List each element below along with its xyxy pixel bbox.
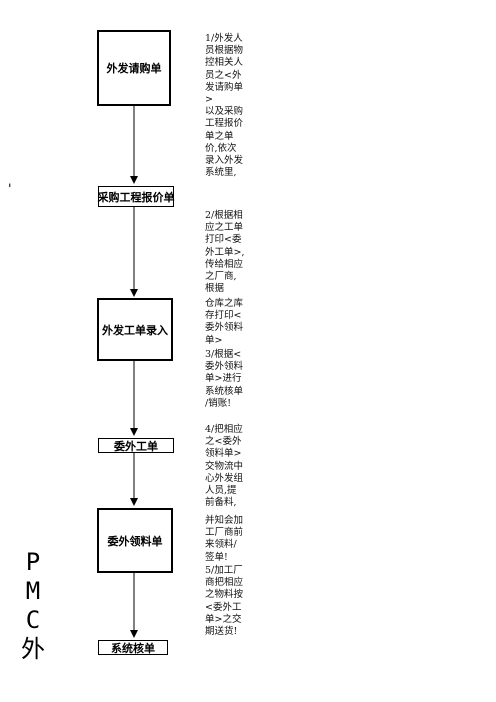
node-label: 外发工单录入 bbox=[102, 323, 168, 337]
note-step-1: 1/外发人 员根据物 控相关人 员之<外 发请购单 > 以及采购 工程报价 单之… bbox=[205, 33, 244, 179]
node-system-verification: 系统核单 bbox=[98, 640, 168, 655]
side-label-pmc: P M C 外 bbox=[21, 548, 45, 663]
node-label: 系统核单 bbox=[111, 641, 155, 655]
note-step-4-cont: 并知会加 工厂商前 来领料/ 签单! bbox=[205, 515, 244, 563]
node-outsourced-purchase-request: 外发请购单 bbox=[97, 30, 171, 106]
node-procurement-quote: 采购工程报价单 bbox=[97, 186, 175, 207]
note-step-4: 4/把相应 之<委外 领料单> 交物流中 心外发组 人员,提 前备料, bbox=[205, 424, 244, 509]
note-step-3: 3/根据< 委外领料 单>进行 系统核单 /销账! bbox=[205, 349, 244, 409]
stray-mark: ' bbox=[8, 182, 12, 197]
node-label: 采购工程报价单 bbox=[97, 190, 175, 204]
node-label: 外发请购单 bbox=[106, 62, 162, 75]
note-step-5: 5/加工厂 商把相应 之物料按 <委外工 单>之交 期送货! bbox=[205, 565, 244, 638]
node-label: 委外领料单 bbox=[107, 534, 163, 548]
node-outsourced-work-order: 委外工单 bbox=[98, 438, 174, 453]
note-step-2: 2/根据相 应之工单 打印<委 外工单>, 传给相应 之厂商, 根据 bbox=[205, 210, 245, 295]
note-step-2-cont: 仓库之库 存打印< 委外领料 单> bbox=[205, 298, 244, 346]
node-outsourced-work-order-entry: 外发工单录入 bbox=[97, 298, 173, 361]
node-outsourced-material-requisition: 委外领料单 bbox=[97, 508, 173, 573]
node-label: 委外工单 bbox=[114, 439, 158, 453]
